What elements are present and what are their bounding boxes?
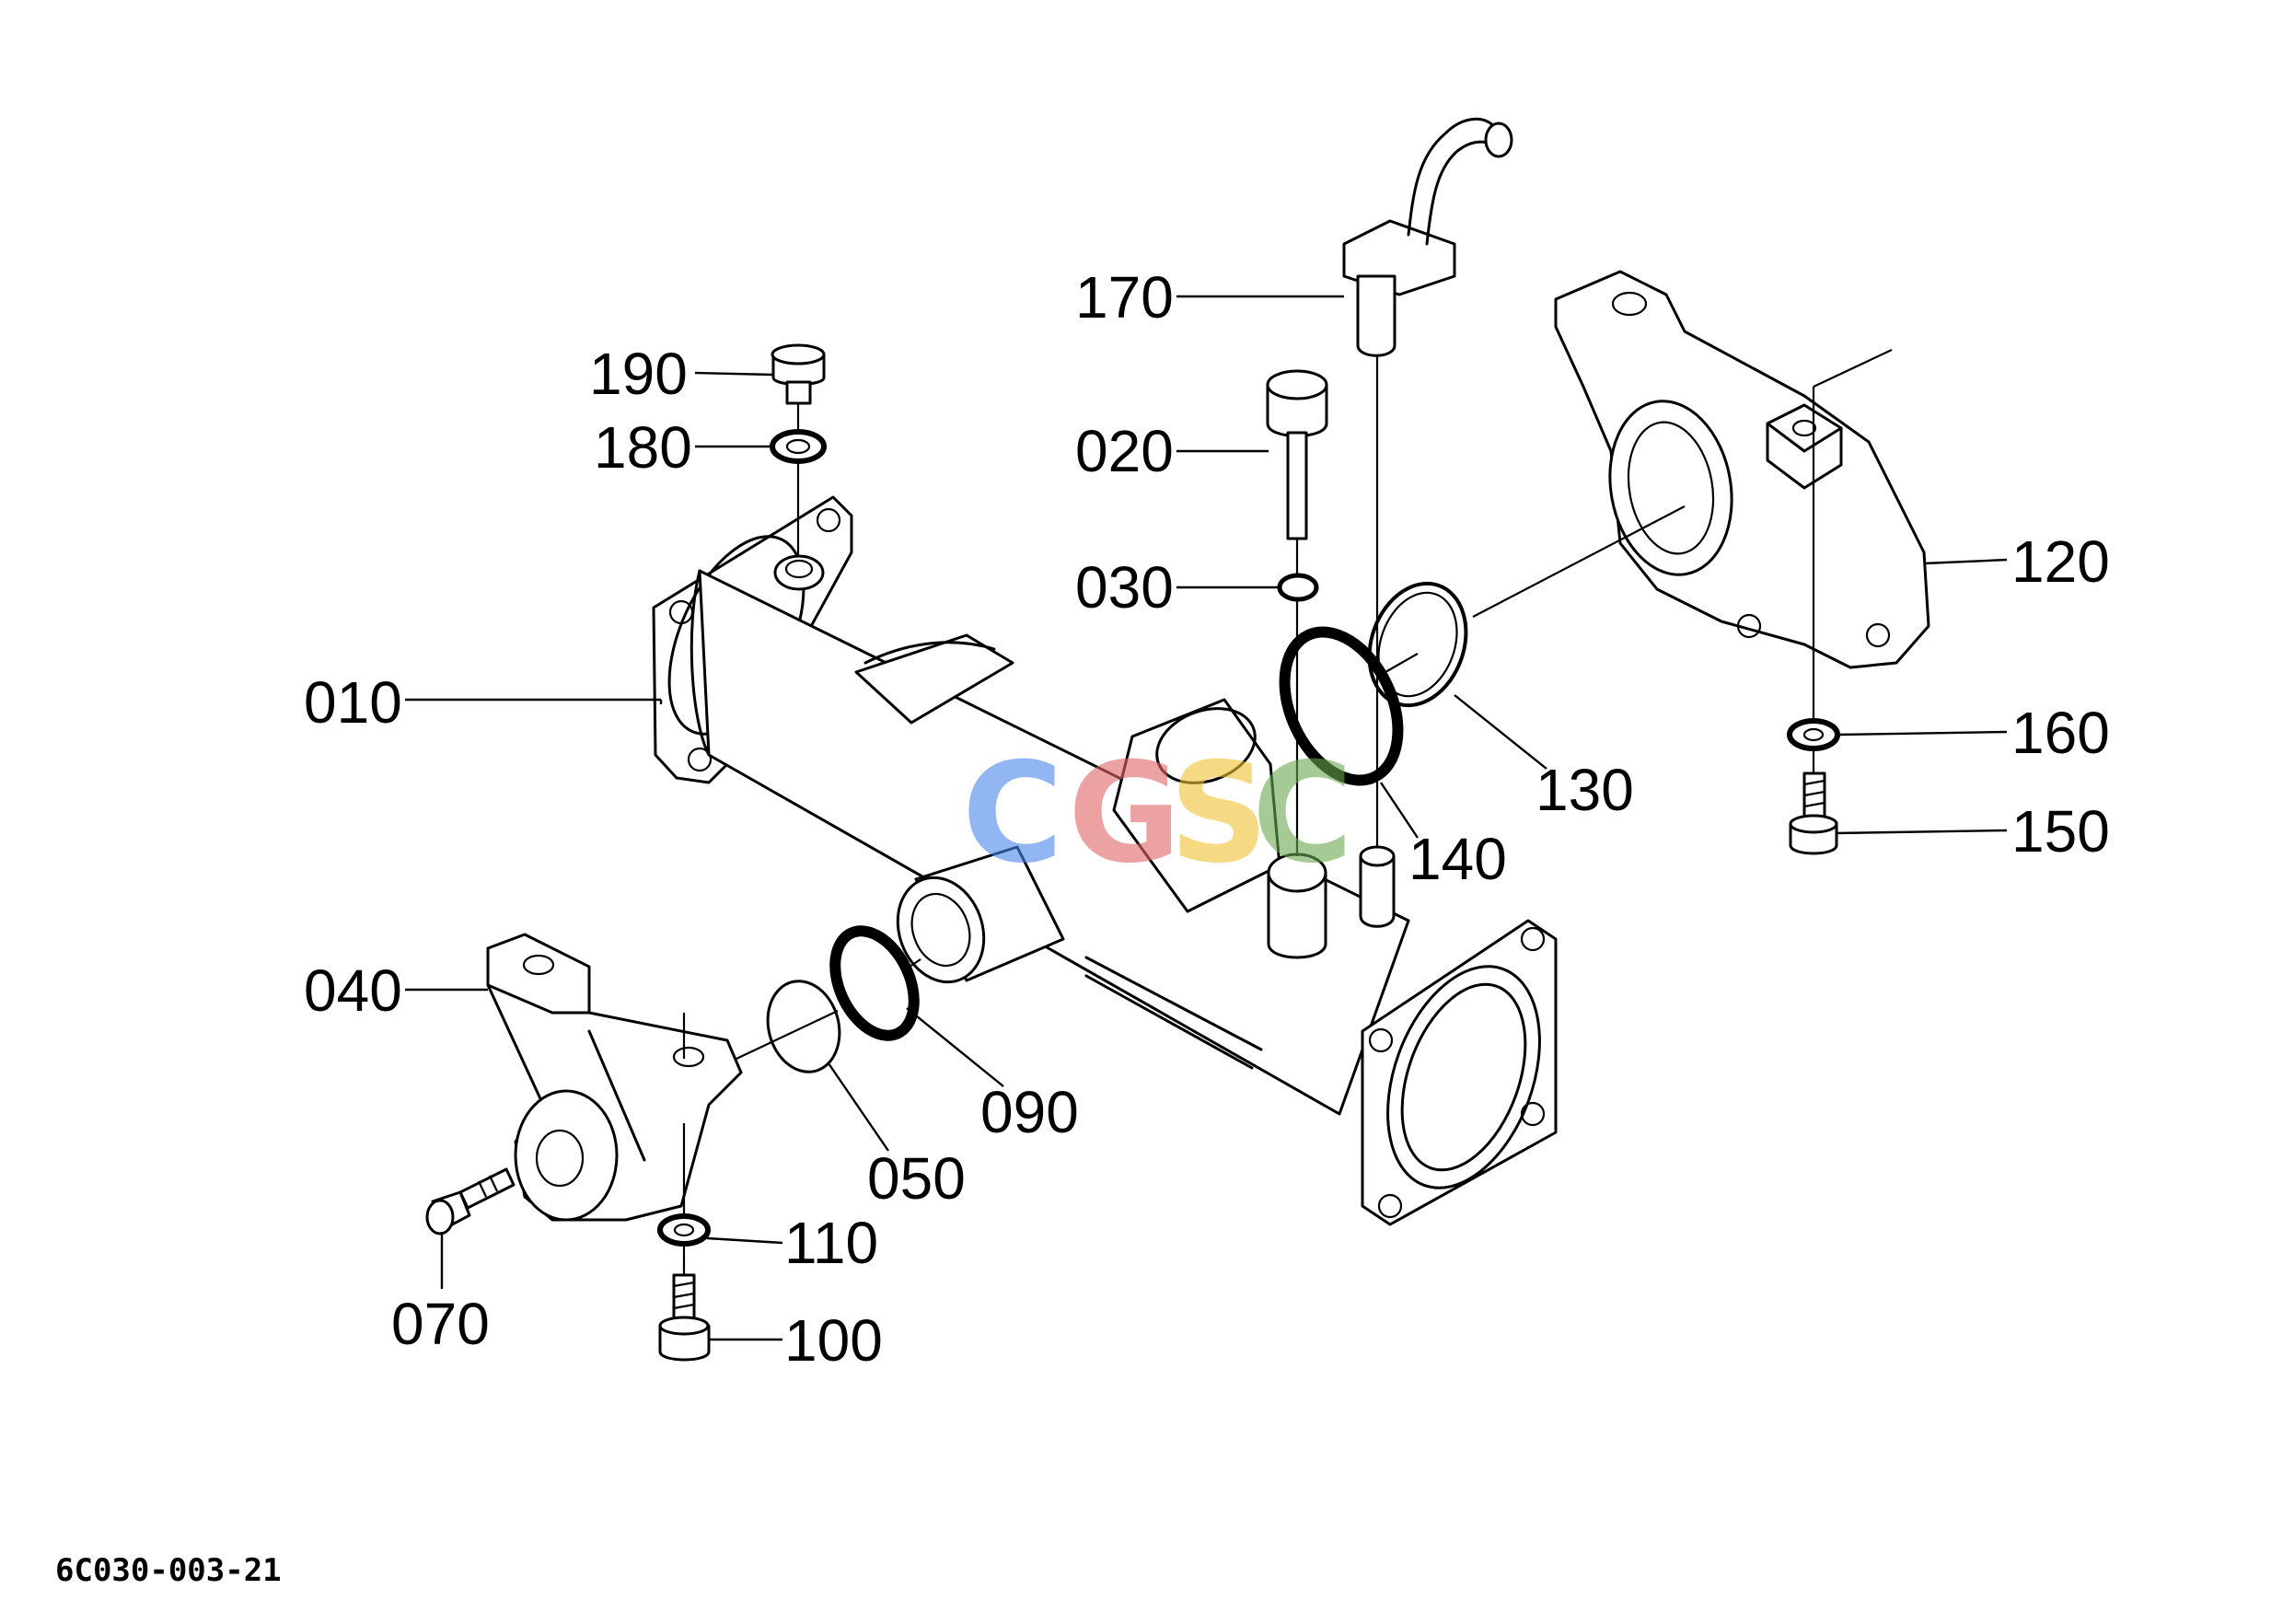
label-170: 170 bbox=[1075, 264, 1174, 331]
label-130: 130 bbox=[1536, 757, 1634, 823]
oring-090 bbox=[829, 925, 920, 1041]
axle-housing-010 bbox=[652, 495, 1558, 1226]
leader-lines bbox=[405, 295, 2008, 1341]
plug-190 bbox=[771, 343, 826, 405]
bushing bbox=[896, 845, 1065, 984]
label-090: 090 bbox=[980, 1079, 1079, 1145]
callout-labels: 010 020 030 040 050 070 090 100 110 120 … bbox=[304, 264, 2110, 1374]
washer-180 bbox=[770, 429, 827, 464]
label-030: 030 bbox=[1075, 554, 1174, 621]
bolt-100 bbox=[658, 1273, 711, 1362]
watermark-letter-g: G bbox=[1068, 734, 1181, 894]
label-040: 040 bbox=[304, 957, 402, 1024]
label-010: 010 bbox=[304, 669, 402, 736]
washer-160 bbox=[1787, 718, 1840, 751]
axis-lines bbox=[682, 349, 1893, 1275]
label-190: 190 bbox=[589, 341, 688, 407]
plug-020 bbox=[1266, 369, 1328, 540]
label-180: 180 bbox=[594, 414, 692, 481]
label-070: 070 bbox=[391, 1291, 490, 1357]
label-100: 100 bbox=[784, 1307, 883, 1374]
oring-030 bbox=[1277, 573, 1319, 602]
watermark: C G S C bbox=[962, 734, 1353, 894]
bolt-150 bbox=[1789, 771, 1838, 855]
label-110: 110 bbox=[784, 1210, 878, 1276]
watermark-letter-c1: C bbox=[962, 734, 1063, 894]
label-120: 120 bbox=[2011, 528, 2110, 595]
watermark-letter-c2: C bbox=[1252, 734, 1353, 894]
washer-110 bbox=[657, 1213, 711, 1247]
watermark-letter-s: S bbox=[1169, 734, 1269, 894]
label-160: 160 bbox=[2011, 700, 2110, 766]
bolt-070 bbox=[425, 1167, 516, 1235]
breather-170 bbox=[1342, 117, 1513, 357]
hub-120 bbox=[1554, 270, 1930, 669]
bracket-040 bbox=[486, 933, 743, 1222]
label-150: 150 bbox=[2011, 798, 2110, 864]
label-050: 050 bbox=[867, 1145, 966, 1212]
oring-140 bbox=[1279, 626, 1404, 786]
gasket-130 bbox=[1367, 581, 1468, 708]
drawing-code: 6C030-003-21 bbox=[55, 1552, 282, 1589]
label-140: 140 bbox=[1408, 826, 1507, 892]
label-020: 020 bbox=[1075, 418, 1174, 484]
